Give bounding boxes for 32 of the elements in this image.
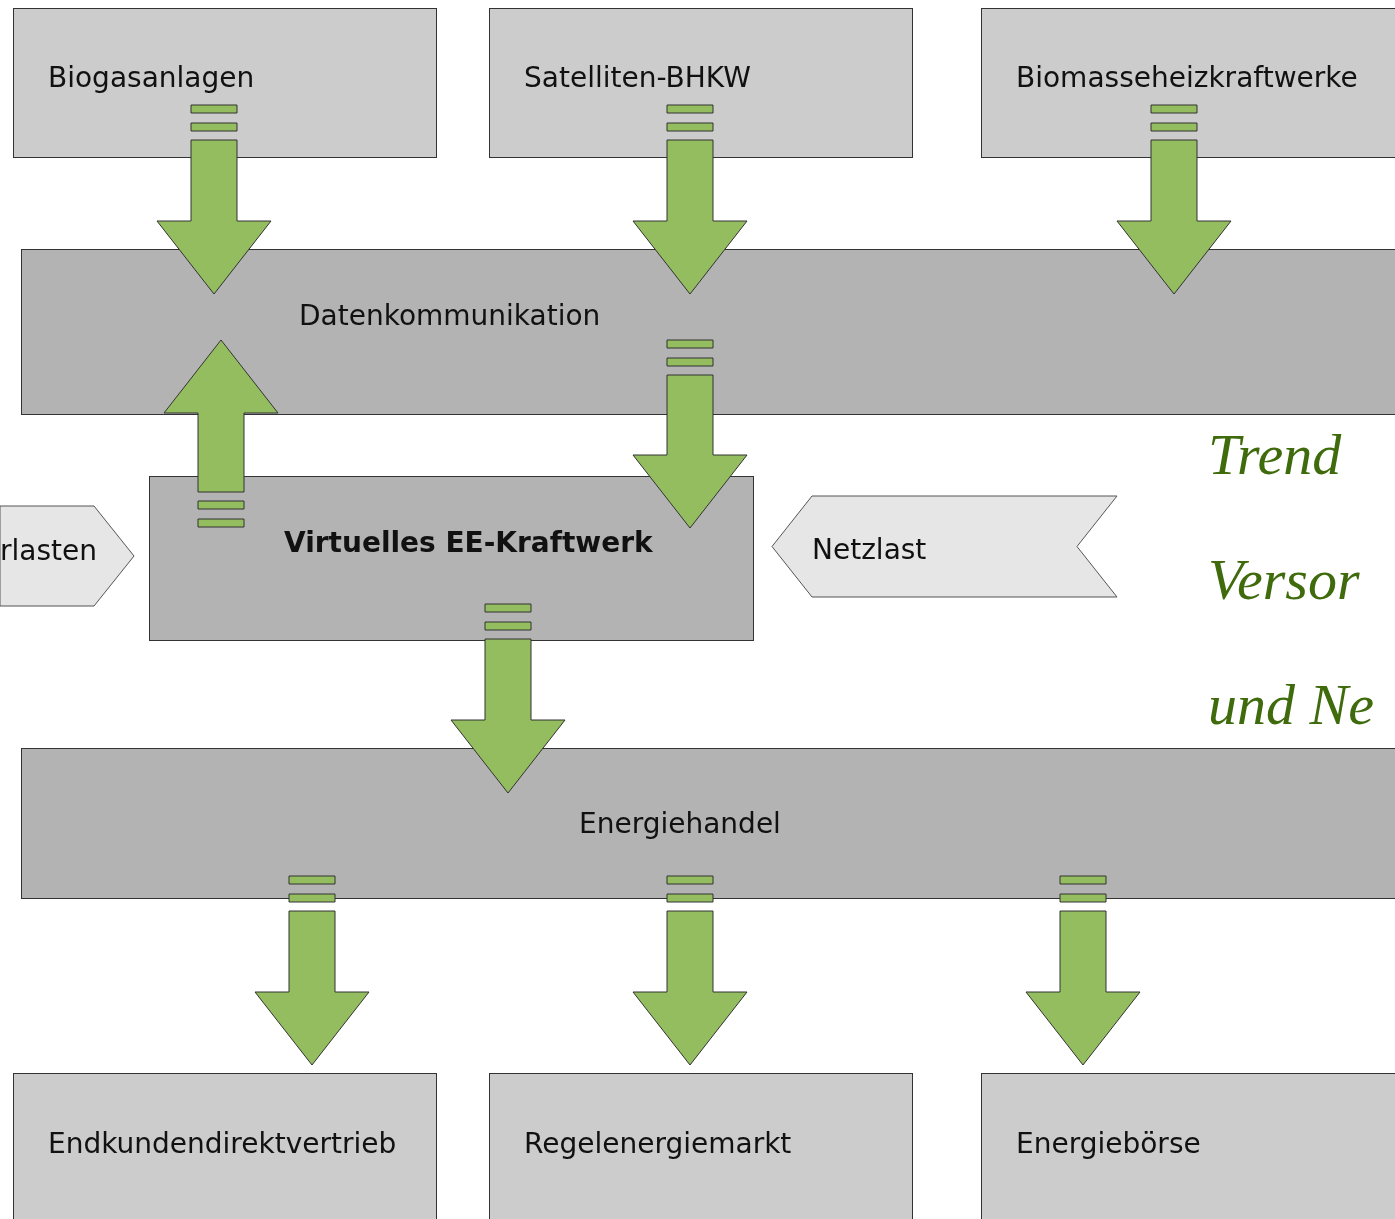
node-label: Regelenergiemarkt — [524, 1127, 792, 1160]
node-label: Energiebörse — [1016, 1127, 1201, 1160]
block-arrow — [1116, 104, 1232, 295]
node-label: Biogasanlagen — [48, 61, 255, 94]
block-arrow — [254, 875, 370, 1066]
block-arrow — [156, 104, 272, 295]
node-label: Energiehandel — [579, 807, 781, 840]
process-box — [981, 8, 1395, 158]
node-label: Satelliten-BHKW — [524, 61, 751, 94]
node-label: Endkundendirektvertrieb — [48, 1127, 397, 1160]
process-box — [149, 476, 754, 641]
handwritten-note: Versor — [1208, 546, 1360, 614]
handwritten-note: Trend — [1208, 421, 1342, 489]
block-arrow — [163, 339, 279, 528]
block-arrow — [632, 339, 748, 529]
process-box — [489, 1073, 913, 1219]
process-box — [13, 8, 437, 158]
block-arrow — [450, 603, 566, 794]
node-label: Netzlast — [812, 533, 927, 566]
node-label: rlasten — [0, 534, 97, 567]
process-box — [21, 748, 1395, 899]
node-label: Virtuelles EE-Kraftwerk — [284, 526, 653, 559]
process-box — [981, 1073, 1395, 1219]
block-arrow — [632, 104, 748, 295]
node-label: Datenkommunikation — [299, 299, 601, 332]
process-box — [13, 1073, 437, 1219]
node-label: Biomasseheizkraftwerke — [1016, 61, 1358, 94]
process-box — [21, 249, 1395, 415]
block-arrow — [1025, 875, 1141, 1066]
process-box — [489, 8, 913, 158]
handwritten-note: und Ne — [1208, 671, 1374, 739]
block-arrow — [632, 875, 748, 1066]
